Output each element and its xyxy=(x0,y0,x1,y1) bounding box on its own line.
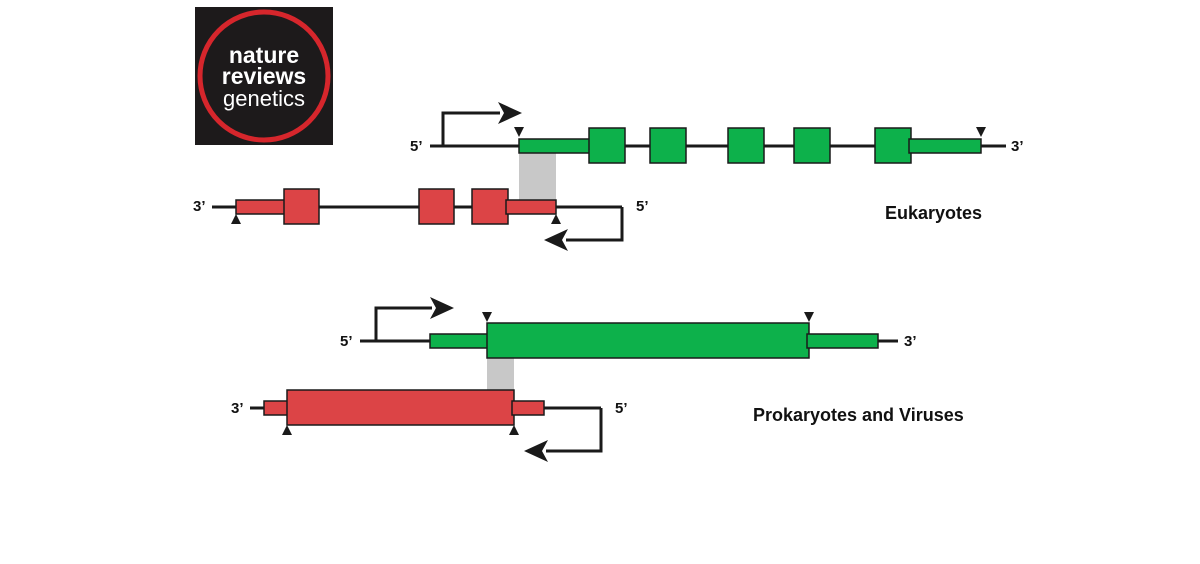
prokaryote-antisense-promoter-arrow xyxy=(546,408,603,453)
prokaryote-sense-arrowhead xyxy=(430,297,454,319)
eukaryote-antisense-exon xyxy=(418,188,455,225)
eukaryote-antisense-3utr xyxy=(235,199,287,215)
prokaryote-antisense-arrowhead xyxy=(524,440,548,462)
eukaryote-sense-gene: 5’ 3’ xyxy=(410,102,1024,164)
prokaryote-sense-5prime-label: 5’ xyxy=(340,333,353,350)
eukaryote-sense-5prime-label: 5’ xyxy=(410,138,423,155)
prokaryote-antisense-3utr xyxy=(263,400,290,416)
eukaryote-sense-exon xyxy=(727,127,765,164)
eukaryote-sense-exon xyxy=(588,127,626,164)
eukaryote-antisense-exon xyxy=(471,188,509,225)
prokaryote-antisense-5prime-label: 5’ xyxy=(615,400,628,417)
prokaryote-sense-start-marker xyxy=(482,312,492,322)
eukaryote-sense-end-marker xyxy=(976,127,986,137)
eukaryote-sense-3prime-label: 3’ xyxy=(1011,138,1024,155)
eukaryote-sense-3utr xyxy=(908,138,982,154)
prokaryote-antisense-3prime-label: 3’ xyxy=(231,400,244,417)
prokaryote-sense-gene: 5’ 3’ xyxy=(340,297,917,359)
journal-logo: nature reviews genetics xyxy=(195,7,333,145)
eukaryote-overlap-region xyxy=(519,146,556,207)
logo-ring xyxy=(197,9,331,143)
eukaryote-sense-exon xyxy=(874,127,912,164)
eukaryote-antisense-gene: 3’ 5’ xyxy=(193,188,649,251)
eukaryote-antisense-arrowhead xyxy=(544,229,568,251)
eukaryote-antisense-end-marker xyxy=(231,214,241,224)
eukaryote-antisense-exon xyxy=(283,188,320,225)
logo-text-nature: nature xyxy=(229,42,299,68)
prokaryote-sense-promoter-arrow xyxy=(374,306,432,341)
eukaryote-sense-5utr xyxy=(518,138,592,154)
eukaryote-sense-exon xyxy=(649,127,687,164)
eukaryote-sense-arrowhead xyxy=(498,102,522,124)
prokaryote-antisense-start-marker xyxy=(509,425,519,435)
prokaryotes-panel: 5’ 3’ 3’ 5’ Prokaryotes and Viruses xyxy=(231,297,964,462)
prokaryote-sense-5utr xyxy=(429,333,490,349)
eukaryote-antisense-3prime-label: 3’ xyxy=(193,198,206,215)
eukaryote-sense-promoter-arrow xyxy=(441,111,500,146)
logo-text-genetics: genetics xyxy=(223,86,305,111)
prokaryotes-viruses-label: Prokaryotes and Viruses xyxy=(753,405,964,425)
prokaryote-sense-end-marker xyxy=(804,312,814,322)
eukaryote-antisense-5utr xyxy=(505,199,557,215)
eukaryote-antisense-start-marker xyxy=(551,214,561,224)
eukaryote-sense-start-marker xyxy=(514,127,524,137)
eukaryote-antisense-promoter-arrow xyxy=(566,207,624,242)
logo-text-reviews: reviews xyxy=(222,63,306,89)
prokaryote-antisense-cds xyxy=(286,389,515,426)
prokaryote-antisense-gene: 3’ 5’ xyxy=(231,389,628,462)
eukaryote-sense-exon xyxy=(793,127,831,164)
prokaryote-antisense-end-marker xyxy=(282,425,292,435)
eukaryotes-label: Eukaryotes xyxy=(885,203,982,223)
prokaryote-sense-3prime-label: 3’ xyxy=(904,333,917,350)
prokaryote-sense-cds xyxy=(486,322,810,359)
prokaryote-sense-3utr xyxy=(806,333,879,349)
eukaryote-antisense-5prime-label: 5’ xyxy=(636,198,649,215)
eukaryotes-panel: 5’ 3’ 3’ 5’ Eukaryotes xyxy=(193,102,1024,251)
prokaryote-antisense-5utr xyxy=(511,400,545,416)
